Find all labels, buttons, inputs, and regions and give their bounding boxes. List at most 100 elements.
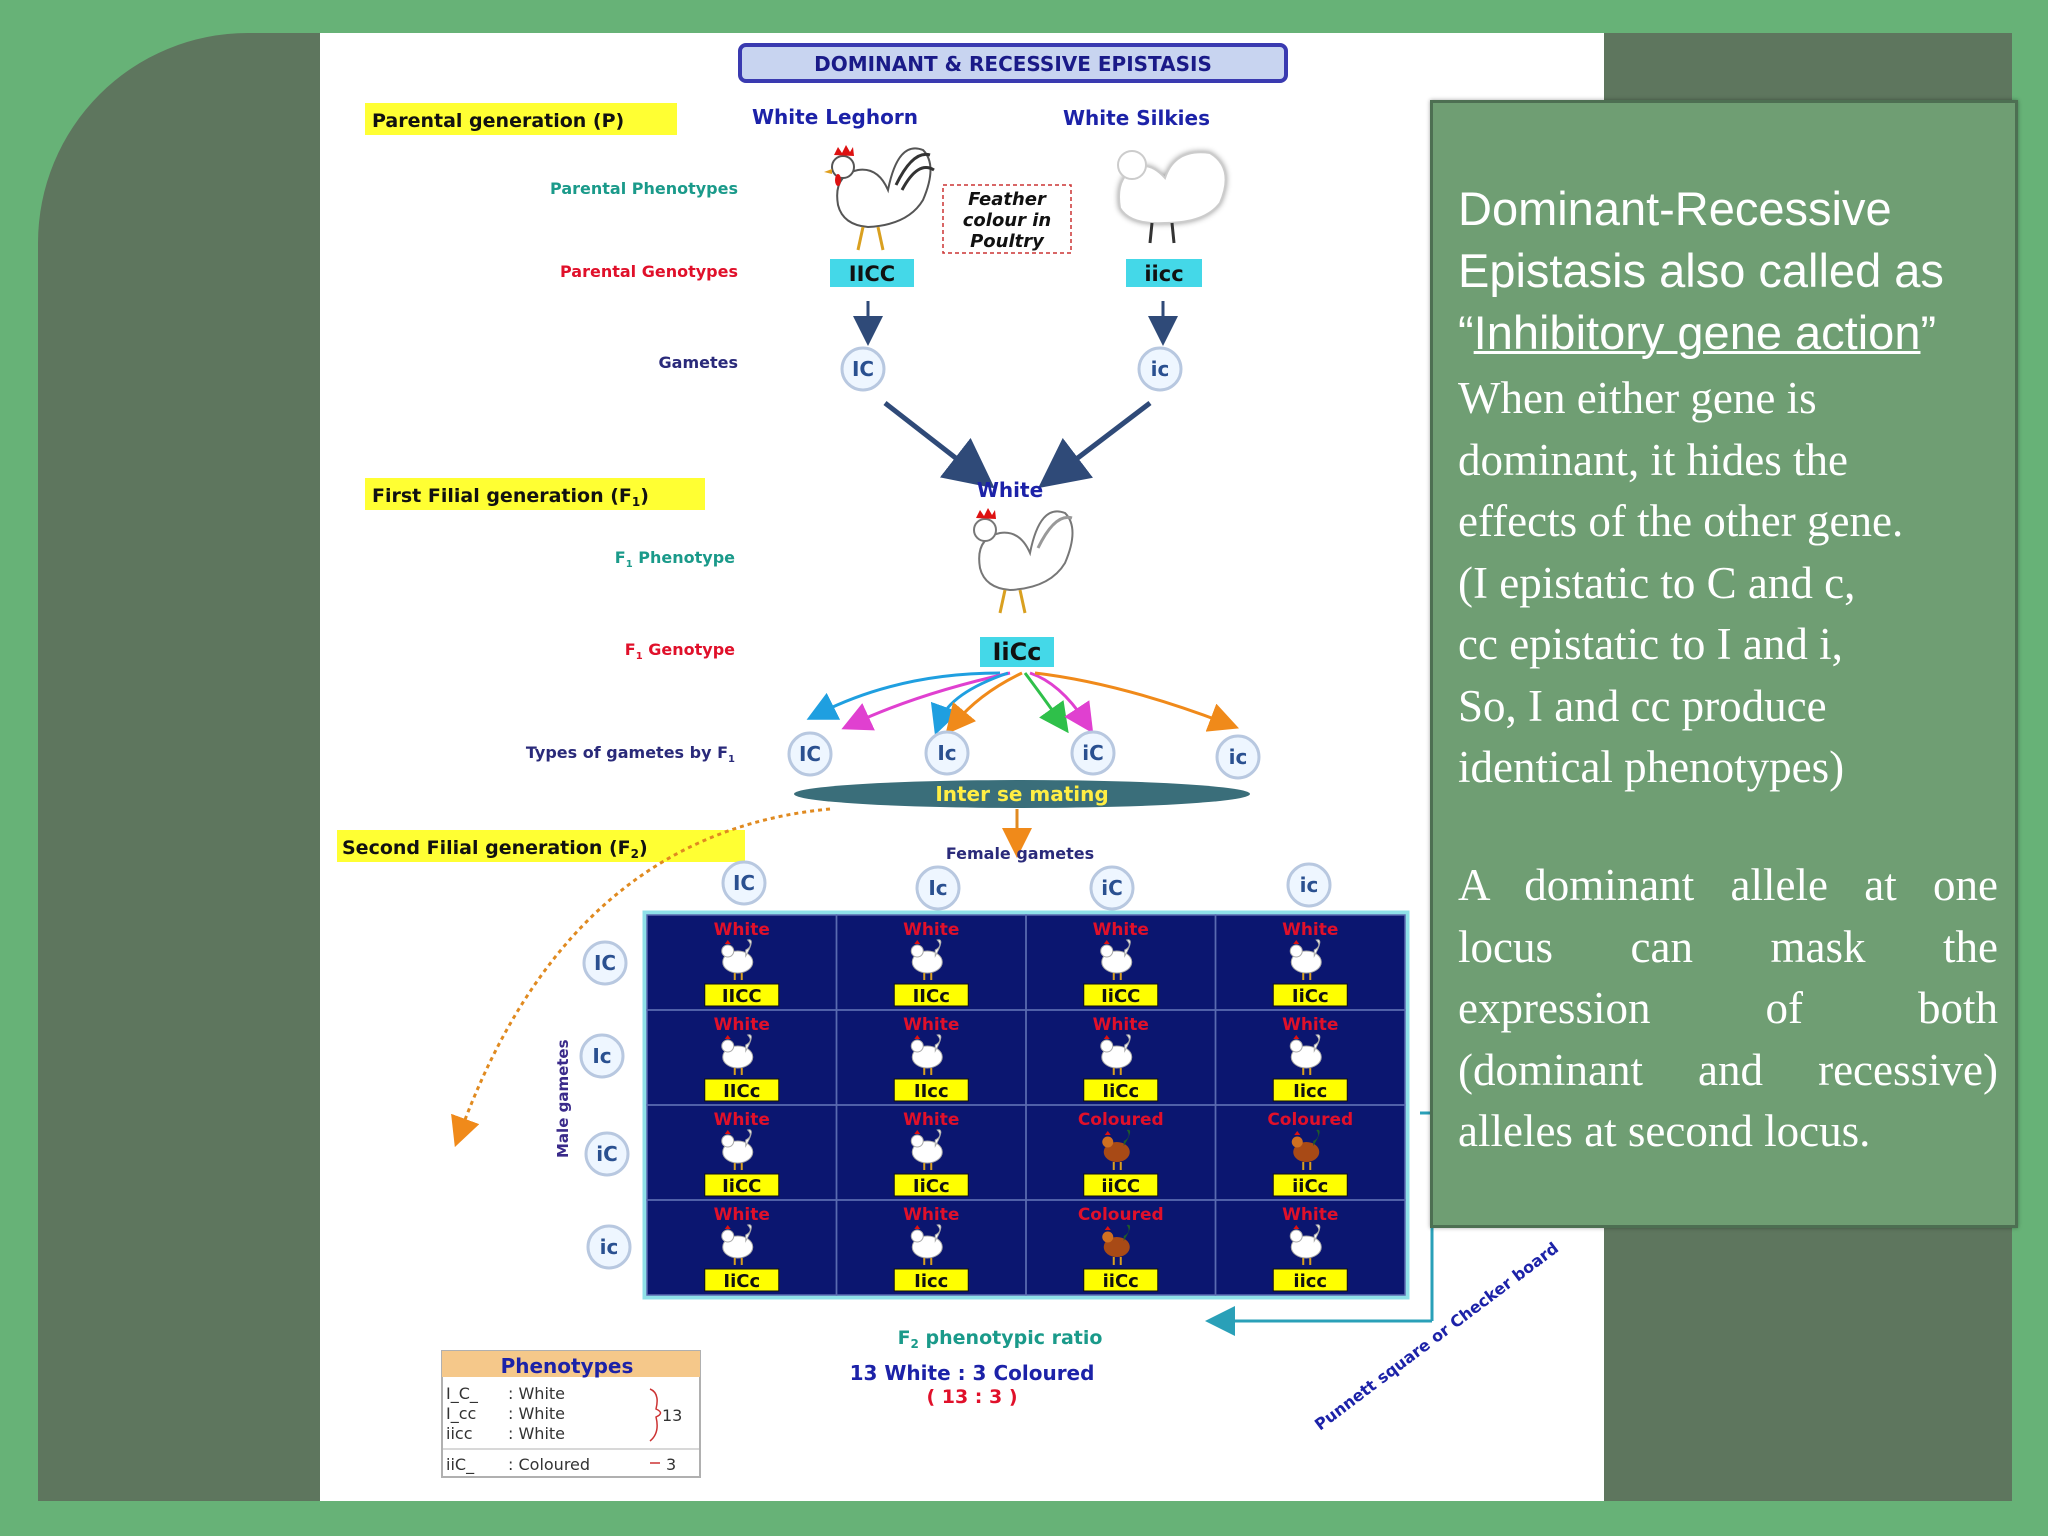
panel-heading: Dominant-Recessive Epistasis also called… <box>1458 178 2018 364</box>
punnett-genotype-box <box>1083 1268 1159 1292</box>
female-gamete: IC <box>733 871 755 895</box>
punnett-cells: WhiteIICCWhiteIICcWhiteIiCCWhiteIiCcWhit… <box>646 914 1406 1296</box>
punnett-phenotype: White <box>714 1205 770 1225</box>
genotype-left: IICC <box>849 262 895 286</box>
explanation-panel: Dominant-Recessive Epistasis also called… <box>1430 100 2018 1228</box>
punnett-genotype-box <box>1272 983 1348 1007</box>
punnett-phenotype: Coloured <box>1267 1110 1353 1130</box>
phenotype-key-genotype: iiC_ <box>446 1455 475 1475</box>
para2-line: (dominant and recessive) <box>1458 1044 1998 1095</box>
punnett-genotype-box <box>704 1173 780 1197</box>
genotype-right: iicc <box>1144 262 1183 286</box>
f1-genotype-box <box>980 637 1054 667</box>
heading-line-2: Epistasis also called as <box>1458 244 1944 297</box>
female-gametes-row: IC Ic iC ic <box>721 860 1332 911</box>
punnett-phenotype: White <box>903 920 959 940</box>
punnett-phenotype: White <box>714 1015 770 1035</box>
phenotype-key-value: : White <box>508 1404 565 1423</box>
punnett-genotype: Iicc <box>914 1271 948 1292</box>
group-13: 13 <box>662 1406 682 1425</box>
para2-line: alleles at second locus. <box>1458 1106 1871 1156</box>
para2-line: locus can mask the <box>1458 921 1998 972</box>
f1-gametes-row: IC Ic iC ic <box>787 730 1261 780</box>
note-line-1: Feather <box>968 189 1047 210</box>
punnett-genotype: IIcc <box>914 1081 949 1102</box>
epistasis-figure: DOMINANT & RECESSIVE EPISTASIS Parental … <box>320 33 1604 1501</box>
phenotypes-key: Phenotypes I_C_ : White I_cc : White iic… <box>441 1350 701 1478</box>
punnett-genotype-box <box>893 1268 969 1292</box>
inhibitory-gene-action-link[interactable]: Inhibitory gene action <box>1473 306 1921 359</box>
body-line: identical phenotypes) <box>1458 742 1845 792</box>
parental-label-bg <box>365 103 677 135</box>
punnett-phenotype: White <box>1282 1205 1338 1225</box>
punnett-genotype-box <box>1083 983 1159 1007</box>
phenotypes-title: Phenotypes <box>501 1354 634 1378</box>
punnett-genotype: IiCc <box>913 1176 950 1197</box>
phenotype-key-genotype: I_C_ <box>446 1384 479 1404</box>
group-3: 3 <box>666 1455 676 1474</box>
gamete-right: ic <box>1151 357 1170 381</box>
f2-generation-label: Second Filial generation (F2) <box>342 837 648 861</box>
ratio-text: 13 White : 3 Coloured <box>850 1361 1095 1385</box>
figure-svg: DOMINANT & RECESSIVE EPISTASIS Parental … <box>337 43 1562 1478</box>
punnett-cell: White iicc <box>1214 1199 1406 1296</box>
gamete-right-circle <box>1137 346 1183 392</box>
gametes-label: Gametes <box>659 353 738 372</box>
punnett-phenotype: White <box>1282 1015 1338 1035</box>
parental-genotypes-label: Parental Genotypes <box>560 262 738 281</box>
phenotype-key-genotype: I_cc <box>446 1404 476 1424</box>
punnett-genotype: iiCc <box>1103 1271 1139 1292</box>
punnett-genotype: Iicc <box>1293 1081 1327 1102</box>
body-line: So, I and cc produce <box>1458 680 1827 731</box>
note-line-2: colour in <box>963 210 1052 231</box>
male-gamete: ic <box>600 1235 619 1259</box>
female-gametes-label: Female gametes <box>946 844 1094 863</box>
para2-line: expression of both <box>1458 983 1998 1033</box>
punnett-genotype: IiCc <box>1102 1081 1139 1102</box>
punnett-phenotype: White <box>903 1015 959 1035</box>
parental-phenotypes-label: Parental Phenotypes <box>550 179 738 198</box>
f1-phenotype-text: White <box>977 478 1043 502</box>
phenotype-key-value: : White <box>508 1424 565 1443</box>
f1-gamete: ic <box>1229 745 1248 769</box>
panel-body: When either gene is dominant, it hides t… <box>1458 368 1998 799</box>
punnett-phenotype: White <box>714 920 770 940</box>
male-gamete: iC <box>596 1142 618 1166</box>
f1-generation-label: First Filial generation (F1) <box>372 485 649 509</box>
punnett-phenotype: Coloured <box>1078 1110 1164 1130</box>
body-line: dominant, it hides the <box>1458 434 1848 485</box>
gamete-left-circle <box>840 346 886 392</box>
ratio-label: F2 phenotypic ratio <box>898 1327 1103 1351</box>
f2-label-bg <box>337 830 745 862</box>
para2-line: A dominant allele at one <box>1458 860 1998 910</box>
genotype-right-box <box>1126 259 1202 287</box>
intermating-label: Inter se mating <box>935 782 1108 806</box>
punnett-genotype: IiCc <box>1292 986 1329 1007</box>
punnett-phenotype: White <box>903 1110 959 1130</box>
body-line: (I epistatic to C and c, <box>1458 557 1856 608</box>
punnett-genotype: iicc <box>1293 1271 1327 1292</box>
punnett-genotype-box <box>704 1268 780 1292</box>
punnett-genotype-box <box>893 1078 969 1102</box>
punnett-genotype: IICC <box>722 986 762 1007</box>
figure-title: DOMINANT & RECESSIVE EPISTASIS <box>814 52 1212 76</box>
heading-line-3: “Inhibitory gene action” <box>1458 306 1937 359</box>
white-leghorn-image <box>824 145 935 251</box>
f1-gametes-label: Types of gametes by F1 <box>526 743 735 765</box>
breed-left: White Leghorn <box>752 105 918 129</box>
punnett-genotype: IiCC <box>722 1176 761 1197</box>
punnett-phenotype: White <box>903 1205 959 1225</box>
f1-genotype-label: F1 Genotype <box>625 640 735 662</box>
gamete-left: IC <box>852 357 874 381</box>
male-gametes-column: IC Ic iC ic <box>579 940 632 1270</box>
breed-right: White Silkies <box>1063 106 1210 130</box>
white-silkie-image <box>1117 150 1227 244</box>
f1-genotype: IiCc <box>993 638 1042 666</box>
